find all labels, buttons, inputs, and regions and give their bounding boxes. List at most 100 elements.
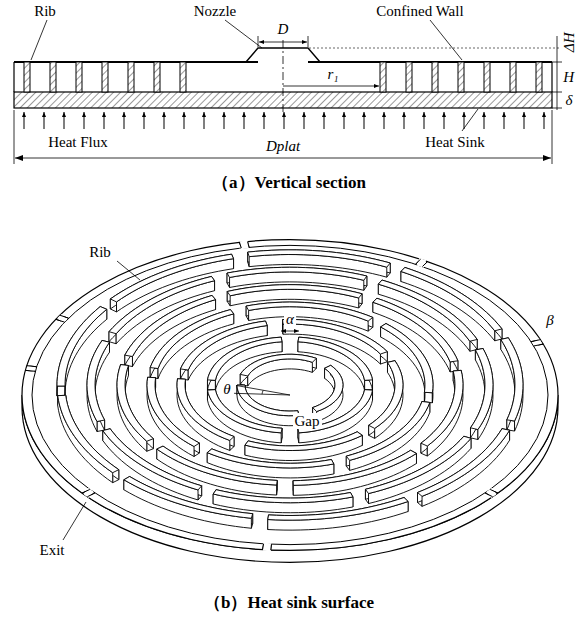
heat-flux-arrow <box>304 112 305 129</box>
rib-top <box>470 349 493 430</box>
rib-end <box>57 386 65 396</box>
side-wall <box>551 62 552 92</box>
dimension-line <box>283 86 379 87</box>
heat-flux-arrow <box>364 112 365 129</box>
gap-dimension <box>281 331 299 332</box>
exit-edge <box>531 340 543 346</box>
heat-flux-arrow <box>184 112 185 129</box>
rib <box>124 477 253 529</box>
heat-flux-arrow <box>324 112 325 129</box>
rib-top <box>369 361 403 429</box>
dimension-label: δ <box>564 92 575 109</box>
part-label: Heat Flux <box>46 134 110 151</box>
rib <box>87 340 110 431</box>
heat-sink-surface <box>22 240 558 563</box>
heat-flux-arrow <box>164 112 165 129</box>
dimension-label: α <box>284 311 296 328</box>
figure-caption: （a）Vertical section <box>210 174 368 193</box>
rib-top <box>213 490 353 503</box>
exit-opening <box>60 317 64 321</box>
exit-opening <box>536 341 539 345</box>
vertical-section <box>14 20 562 164</box>
leader-line <box>430 20 462 60</box>
rib <box>245 432 362 461</box>
exit-edge <box>239 242 249 249</box>
rib-section <box>380 62 386 92</box>
dimension-label: θ <box>221 381 232 398</box>
heat-flux-arrow <box>224 112 225 129</box>
rib-section <box>154 62 160 92</box>
rib-top <box>227 267 367 280</box>
leader-line <box>225 20 262 48</box>
rib-section <box>484 62 490 92</box>
rib-top <box>240 354 316 376</box>
rib-section <box>432 62 438 92</box>
heat-flux-arrow <box>104 112 105 129</box>
extension-line <box>308 36 309 47</box>
leader-line <box>117 261 140 280</box>
rib-top <box>237 385 299 416</box>
rib-section <box>536 62 542 92</box>
exit-opening <box>418 262 425 264</box>
heat-flux-arrow <box>84 112 85 129</box>
heat-flux-arrow <box>424 112 425 129</box>
plate-top <box>22 240 558 551</box>
rib-top <box>207 449 334 468</box>
rib-section <box>76 62 82 92</box>
heat-flux-arrow <box>544 112 545 129</box>
dimension-label: ΔH <box>561 30 578 54</box>
extension-line <box>552 62 562 63</box>
dimension-label: β <box>544 312 555 329</box>
extension-line <box>309 48 562 49</box>
heat-flux-arrow <box>384 112 385 129</box>
extension-line <box>552 110 553 164</box>
rib <box>470 349 493 440</box>
rib-top <box>381 324 433 393</box>
heat-flux-arrow <box>404 112 405 129</box>
heat-flux-arrow <box>144 112 145 129</box>
rib-top <box>87 340 110 421</box>
heat-flux-arrow <box>44 112 45 129</box>
rib-section <box>50 62 56 92</box>
rib-top <box>245 432 362 451</box>
heat-flux-arrow <box>444 112 445 129</box>
extension-line <box>552 92 562 93</box>
rib-top <box>246 302 373 321</box>
heat-flux-arrow <box>464 112 465 129</box>
leader-line <box>462 109 478 131</box>
angle-ray <box>236 386 290 395</box>
rib <box>501 338 523 431</box>
exit-edge <box>263 544 272 550</box>
rib-top <box>124 477 253 519</box>
rib-wall <box>207 390 281 443</box>
dimension-label: Dplat <box>264 138 302 155</box>
side-wall <box>13 62 14 92</box>
confined-rim <box>32 245 548 544</box>
figure-caption: （b）Heat sink surface <box>202 594 376 613</box>
heat-flux-arrow <box>504 112 505 129</box>
heat-flux-arrow <box>244 112 245 129</box>
rib <box>240 354 316 386</box>
dimension-line <box>557 36 558 110</box>
rib-section <box>180 62 186 92</box>
dimension-label: D <box>276 21 291 38</box>
dimension-line <box>15 158 551 159</box>
exit-edge <box>485 489 498 496</box>
rib <box>369 361 403 439</box>
rib-wall <box>237 385 299 426</box>
heat-flux-arrow <box>64 112 65 129</box>
heat-flux-arrow <box>524 112 525 129</box>
rib-section <box>406 62 412 92</box>
leader-line <box>31 20 47 60</box>
rib-section <box>24 62 30 92</box>
exit-edge <box>56 315 69 322</box>
rib <box>293 450 416 495</box>
rib-top <box>227 285 362 298</box>
part-label: Rib <box>32 3 58 20</box>
dimension-label: r₁ <box>325 66 340 83</box>
heat-flux-arrow <box>264 112 265 129</box>
rib-end <box>424 392 432 402</box>
rib-top <box>501 338 523 421</box>
rib <box>237 385 299 426</box>
